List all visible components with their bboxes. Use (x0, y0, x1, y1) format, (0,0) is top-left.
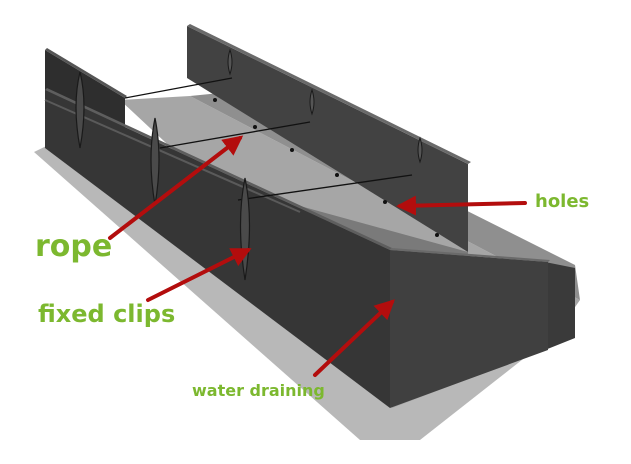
label-fixed-clips: fixed clips (38, 300, 176, 328)
front-panel (45, 90, 390, 408)
top-clips (227, 48, 423, 164)
back-right-panel-top (187, 24, 471, 164)
holes-arrow (396, 195, 527, 216)
front-panel-ledge (44, 99, 301, 213)
front-right-return-top (390, 248, 550, 262)
water-draining-arrow (313, 299, 395, 377)
rope-lines (124, 77, 413, 201)
rope-arrow (108, 135, 244, 240)
annotation-arrows (108, 135, 527, 377)
label-holes: holes (535, 191, 590, 212)
panel-holes (213, 98, 439, 237)
fixed-clips-arrow (146, 248, 252, 302)
back-right-panel (187, 26, 468, 252)
label-rope: rope (35, 229, 113, 264)
label-water-draining: water draining (192, 381, 325, 400)
back-left-panel (45, 50, 125, 134)
front-right-return (390, 250, 548, 408)
fixed-clips (75, 71, 251, 281)
back-left-panel-top (45, 48, 127, 98)
front-panel-top (45, 88, 392, 250)
right-end-panel (545, 262, 575, 350)
